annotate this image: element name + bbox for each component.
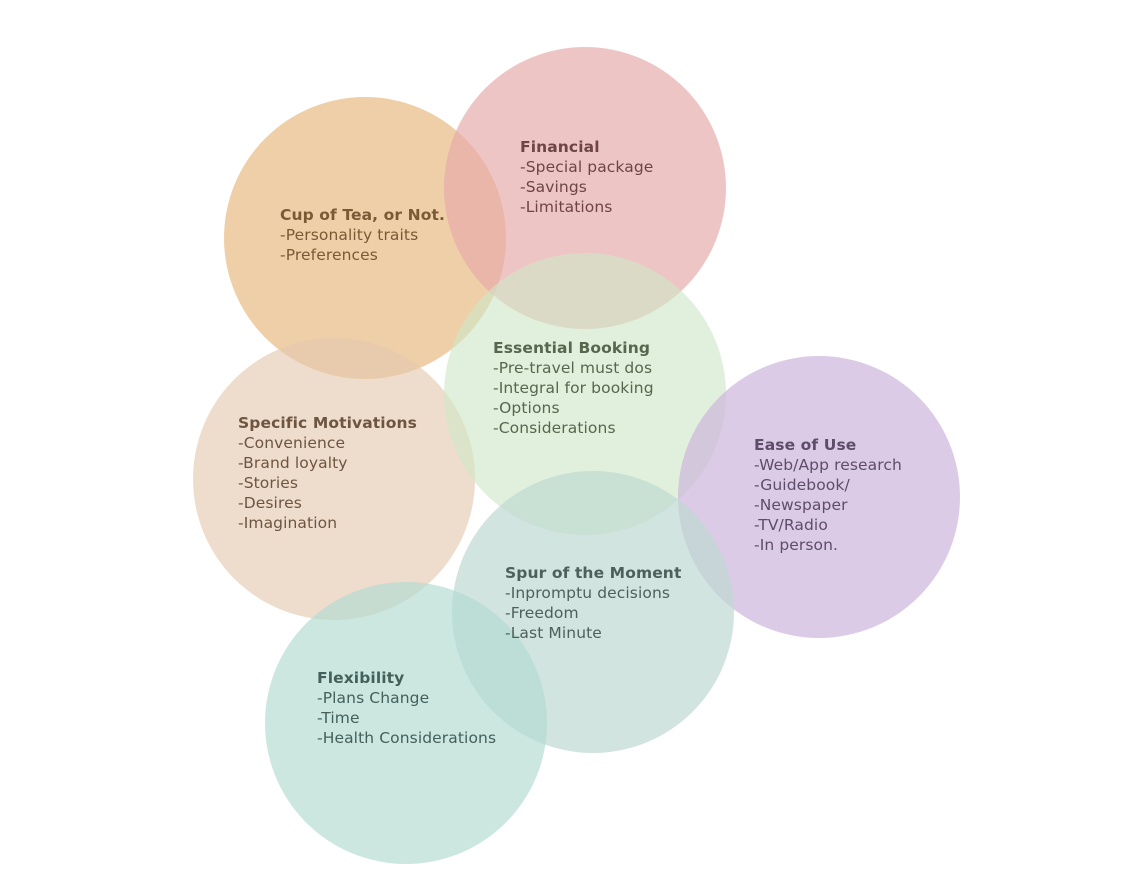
- label-title: Cup of Tea, or Not.: [280, 206, 445, 224]
- label-line: -Time: [317, 709, 360, 727]
- label-cup-of-tea: Cup of Tea, or Not. -Personality traits …: [280, 205, 445, 265]
- label-spur-of-the-moment: Spur of the Moment -Inpromptu decisions …: [505, 563, 681, 643]
- label-line: -Preferences: [280, 246, 378, 264]
- label-title: Flexibility: [317, 669, 405, 687]
- label-line: -Last Minute: [505, 624, 602, 642]
- label-line: -Limitations: [520, 198, 613, 216]
- label-title: Financial: [520, 138, 600, 156]
- label-line: -Pre-travel must dos: [493, 359, 653, 377]
- label-flexibility: Flexibility -Plans Change -Time -Health …: [317, 668, 496, 748]
- label-line: -In person.: [754, 536, 839, 554]
- label-title: Essential Booking: [493, 339, 651, 357]
- label-line: -Guidebook/: [754, 476, 850, 494]
- label-ease-of-use: Ease of Use -Web/App research -Guidebook…: [754, 435, 902, 555]
- label-line: -Health Considerations: [317, 729, 497, 747]
- label-line: -TV/Radio: [754, 516, 828, 534]
- label-line: -Convenience: [238, 434, 346, 452]
- circle-specific-motivations: [193, 338, 475, 620]
- label-line: -Special package: [520, 158, 654, 176]
- label-title: Specific Motivations: [238, 414, 417, 432]
- label-specific-motivations: Specific Motivations -Convenience -Brand…: [238, 413, 417, 533]
- label-line: -Integral for booking: [493, 379, 654, 397]
- label-line: -Options: [493, 399, 560, 417]
- label-essential-booking: Essential Booking -Pre-travel must dos -…: [493, 338, 654, 438]
- label-title: Ease of Use: [754, 436, 857, 454]
- label-line: -Brand loyalty: [238, 454, 348, 472]
- label-line: -Savings: [520, 178, 587, 196]
- circle-flexibility: [265, 582, 547, 864]
- label-line: -Freedom: [505, 604, 579, 622]
- label-title: Spur of the Moment: [505, 564, 682, 582]
- label-line: -Stories: [238, 474, 299, 492]
- label-line: -Web/App research: [754, 456, 902, 474]
- label-line: -Desires: [238, 494, 302, 512]
- label-line: -Personality traits: [280, 226, 419, 244]
- label-line: -Imagination: [238, 514, 338, 532]
- label-line: -Newspaper: [754, 496, 848, 514]
- label-line: -Plans Change: [317, 689, 430, 707]
- label-line: -Considerations: [493, 419, 616, 437]
- label-financial: Financial -Special package -Savings -Lim…: [520, 137, 653, 217]
- label-line: -Inpromptu decisions: [505, 584, 671, 602]
